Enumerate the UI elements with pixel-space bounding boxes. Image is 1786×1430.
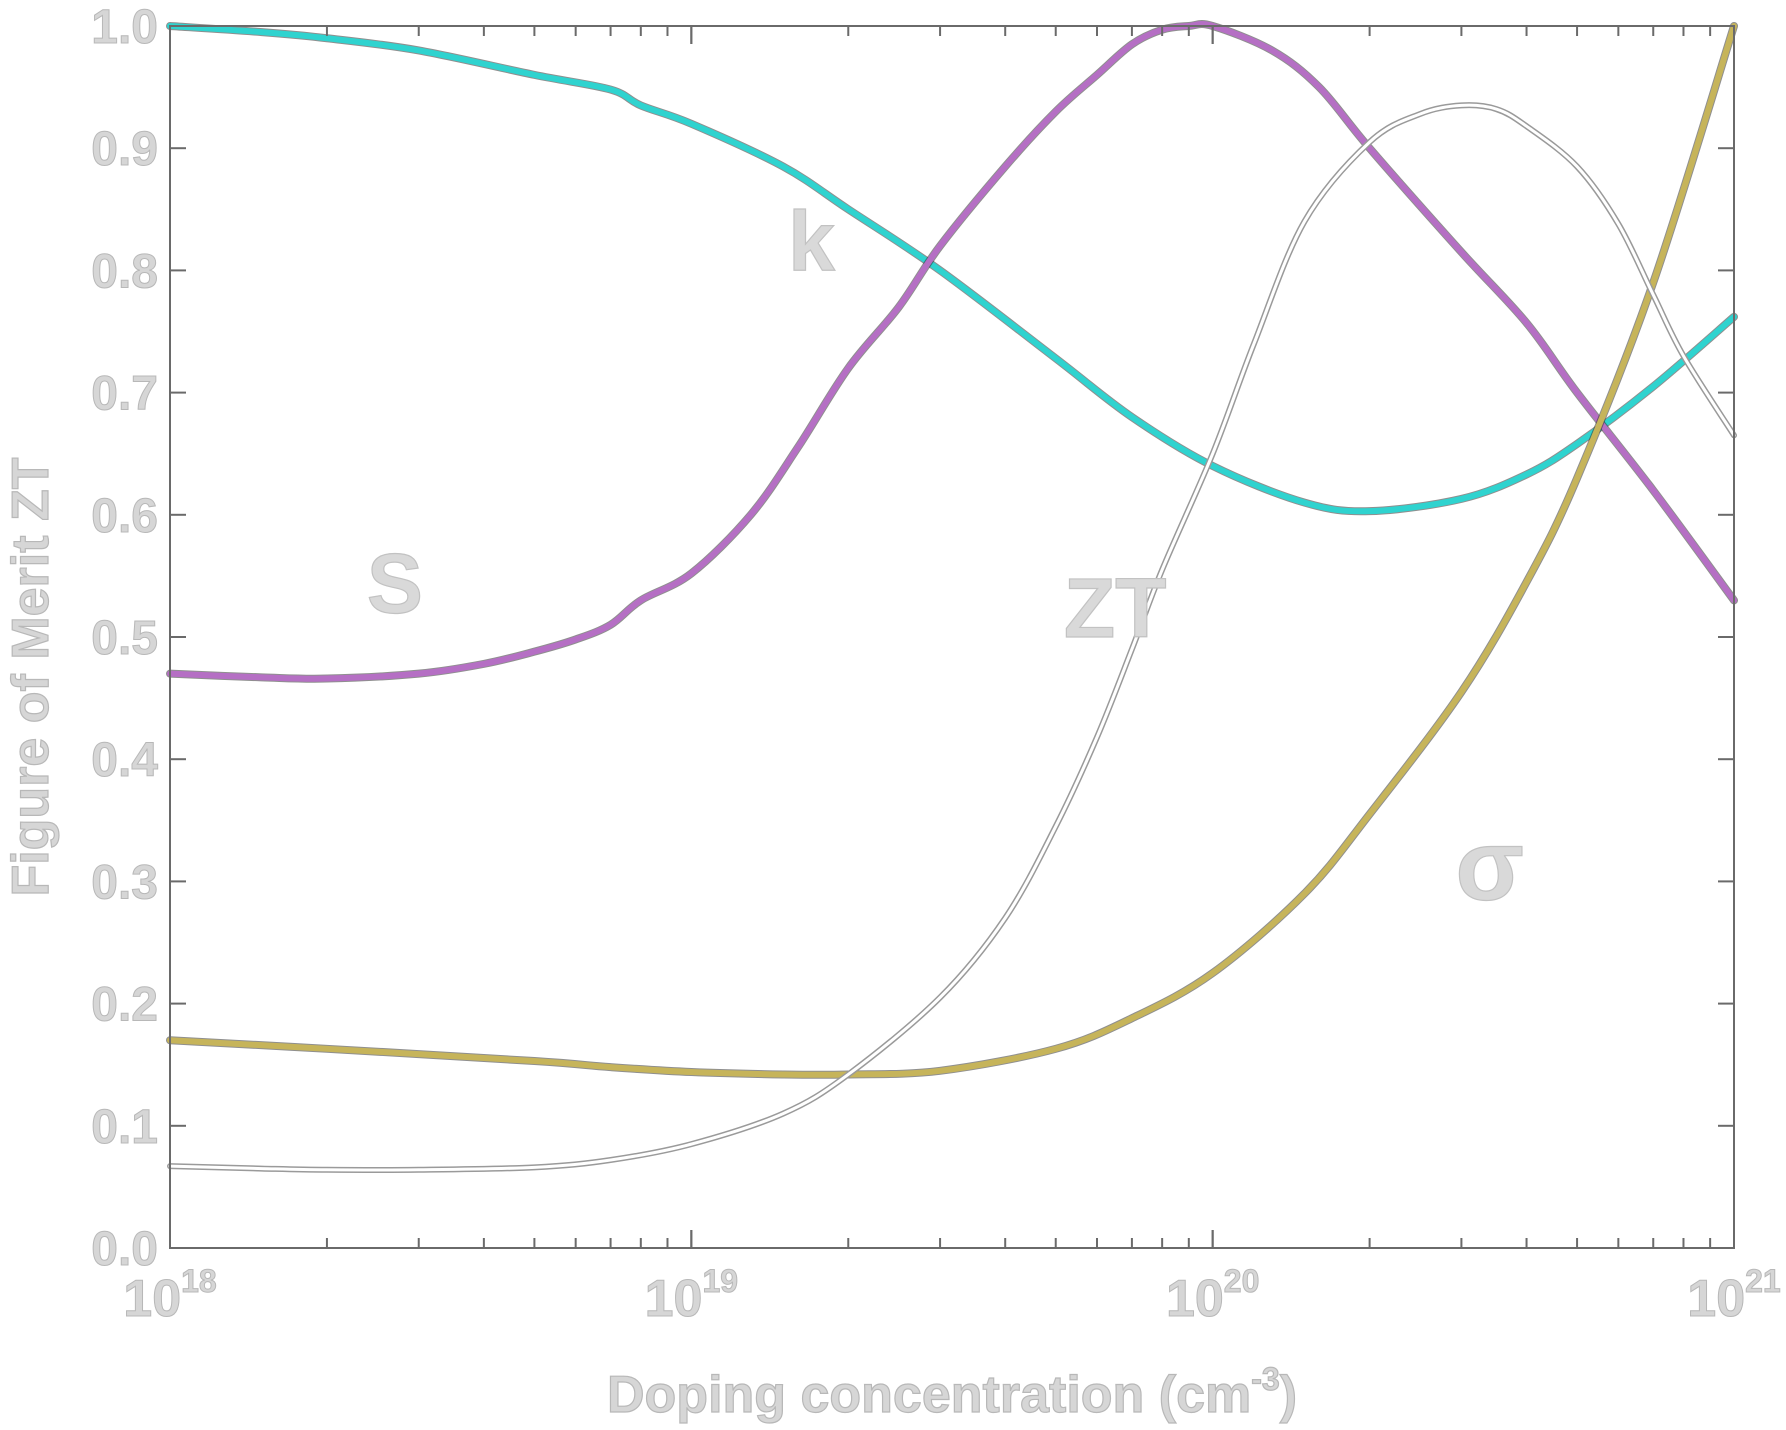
x-tick-label: 1019 — [645, 1263, 738, 1328]
x-tick-label-exponent: 18 — [181, 1263, 217, 1299]
series-line-k — [167, 23, 1737, 515]
y-tick-label: 0.5 — [91, 612, 158, 665]
x-axis-label-sup: -3 — [1251, 1361, 1279, 1397]
annotation-sigma: σ — [1456, 810, 1524, 922]
x-tick-label-base: 10 — [1166, 1270, 1224, 1328]
y-tick-label: 1.0 — [91, 1, 158, 54]
x-tick-label-base: 10 — [1687, 1270, 1745, 1328]
x-tick-label: 1021 — [1687, 1263, 1780, 1328]
x-tick-label-base: 10 — [123, 1270, 181, 1328]
y-tick-label: 0.8 — [91, 245, 158, 298]
annotation-zt: ZT — [1064, 561, 1167, 655]
x-axis-label: Doping concentration (cm-3) — [607, 1361, 1297, 1424]
series-line-s — [167, 21, 1737, 682]
y-tick-label: 0.7 — [91, 368, 158, 421]
x-tick-label-exponent: 20 — [1224, 1263, 1260, 1299]
x-axis-label-close: ) — [1280, 1366, 1297, 1424]
x-tick-label-exponent: 19 — [702, 1263, 738, 1299]
series-line-zt — [168, 103, 1736, 1172]
series-layer — [166, 20, 1738, 1174]
y-axis-label: Figure of Merit ZT — [2, 457, 60, 896]
y-tick-label: 0.0 — [91, 1223, 158, 1276]
curve-annotations: kS ZT σ — [366, 194, 1524, 923]
annotation-k: k — [788, 194, 835, 288]
x-tick-label-exponent: 21 — [1745, 1263, 1781, 1299]
annotation-s: S — [367, 537, 423, 631]
x-tick-label: 1020 — [1166, 1263, 1259, 1328]
x-tick-label: 1018 — [123, 1263, 216, 1328]
y-tick-label: 0.9 — [91, 123, 158, 176]
series-line-sigma — [167, 23, 1737, 1078]
y-tick-label: 0.4 — [91, 734, 158, 787]
x-axis-label-main: Doping concentration (cm — [607, 1366, 1251, 1424]
y-tick-label: 0.3 — [91, 856, 158, 909]
y-tick-label: 0.2 — [91, 979, 158, 1032]
y-tick-label: 0.6 — [91, 490, 158, 543]
y-tick-label: 0.1 — [91, 1101, 158, 1154]
x-tick-label-base: 10 — [645, 1270, 703, 1328]
tick-marks — [169, 25, 1735, 1249]
